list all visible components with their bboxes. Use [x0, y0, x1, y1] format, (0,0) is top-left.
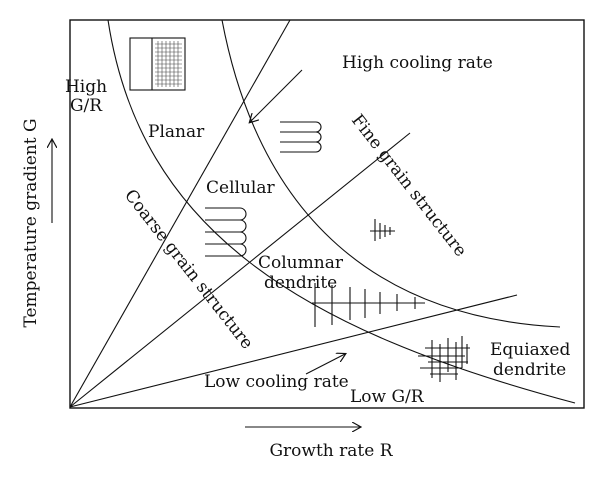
gr-ray-shallow	[69, 294, 518, 408]
fine-grain-structure-label: Fine grain structure	[347, 111, 470, 261]
y-axis-label: Temperature gradient G	[21, 118, 41, 327]
cellular-structure-icon	[205, 207, 247, 257]
low-cooling-pointer-arrow	[305, 354, 345, 375]
fine-dendrite-icon	[370, 219, 395, 241]
equiaxed-dendrite-label-line2: dendrite	[493, 360, 566, 380]
planar-label: Planar	[148, 122, 205, 142]
planar-structure-icon	[129, 37, 186, 91]
equiaxed-dendrite-label-line1: Equiaxed	[490, 340, 570, 360]
high-cooling-pointer-arrow	[250, 69, 303, 122]
high-gr-label-line1: High	[65, 77, 107, 97]
cellular-structure-icon-upper	[280, 121, 322, 153]
coarse-grain-structure-label: Coarse grain structure	[120, 186, 257, 353]
high-gr-label-line2: G/R	[70, 96, 103, 116]
high-cooling-rate-label: High cooling rate	[342, 53, 493, 73]
low-cooling-rate-label: Low cooling rate	[204, 372, 349, 392]
equiaxed-dendrite-icon	[418, 336, 470, 382]
fine-grain-curve	[221, 19, 561, 328]
gr-ray-steep	[69, 19, 291, 408]
columnar-dendrite-label-line2: dendrite	[264, 273, 337, 293]
columnar-dendrite-icon	[312, 283, 425, 327]
low-gr-label: Low G/R	[350, 387, 425, 407]
cellular-label: Cellular	[206, 178, 275, 198]
gr-ray-medium	[69, 132, 411, 408]
plot-frame	[69, 19, 585, 409]
x-axis-label: Growth rate R	[269, 441, 393, 461]
coarse-grain-curve	[107, 19, 576, 404]
columnar-dendrite-label-line1: Columnar	[258, 253, 344, 273]
